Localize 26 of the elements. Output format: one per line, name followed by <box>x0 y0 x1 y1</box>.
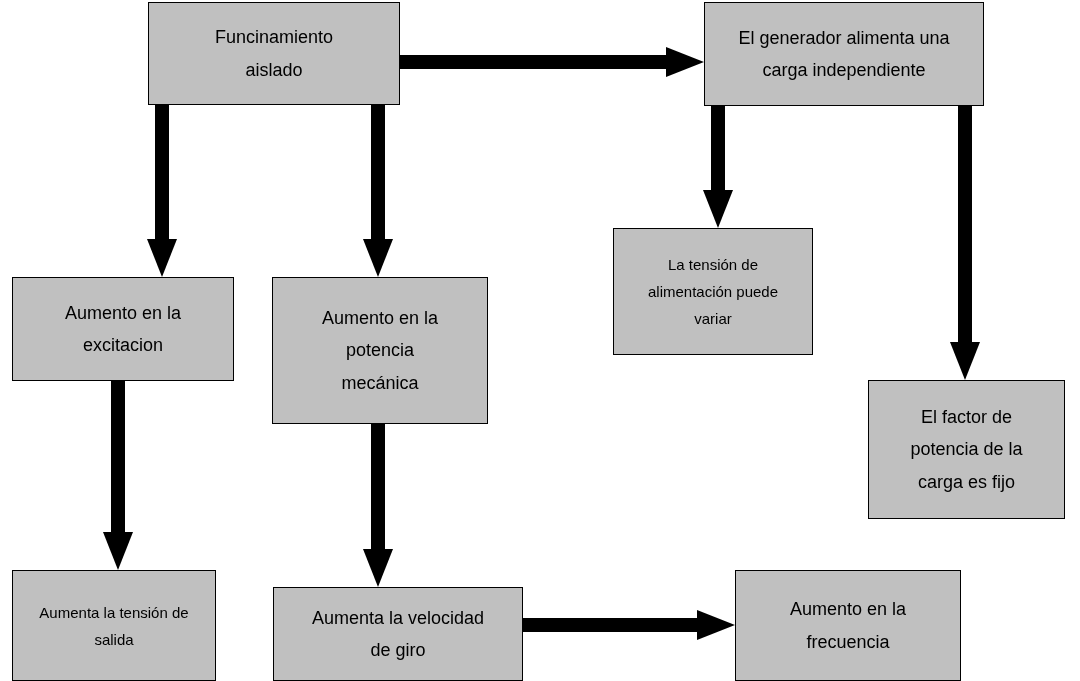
process-box <box>868 380 1065 519</box>
arrow <box>363 424 393 587</box>
process-box <box>273 587 523 681</box>
box-text: Aumento en la frecuencia <box>788 598 908 654</box>
box-text: Aumento en la potencia mecánica <box>320 306 440 395</box>
process-box <box>12 570 216 681</box>
box-text: Funcinamiento aislado <box>213 26 335 82</box>
process-box <box>704 2 984 106</box>
process-box <box>12 277 234 381</box>
process-box <box>148 2 400 105</box>
arrow <box>363 105 393 277</box>
process-box <box>272 277 488 424</box>
arrow <box>703 106 733 228</box>
box-text: Aumenta la tensión de salida <box>39 602 189 650</box>
box-text: La tensión de alimentación puede variar <box>646 255 780 329</box>
arrow <box>950 106 980 380</box>
arrow <box>103 381 133 570</box>
box-text: Aumento en la excitacion <box>63 301 183 357</box>
arrow <box>523 610 735 640</box>
process-box <box>613 228 813 355</box>
arrow <box>400 47 704 77</box>
process-box <box>735 570 961 681</box>
arrow <box>147 105 177 277</box>
box-text: Aumenta la velocidad de giro <box>310 606 486 662</box>
box-text: El factor de potencia de la carga es fijo <box>909 405 1024 494</box>
box-text: El generador alimenta una carga independiente <box>737 26 951 82</box>
